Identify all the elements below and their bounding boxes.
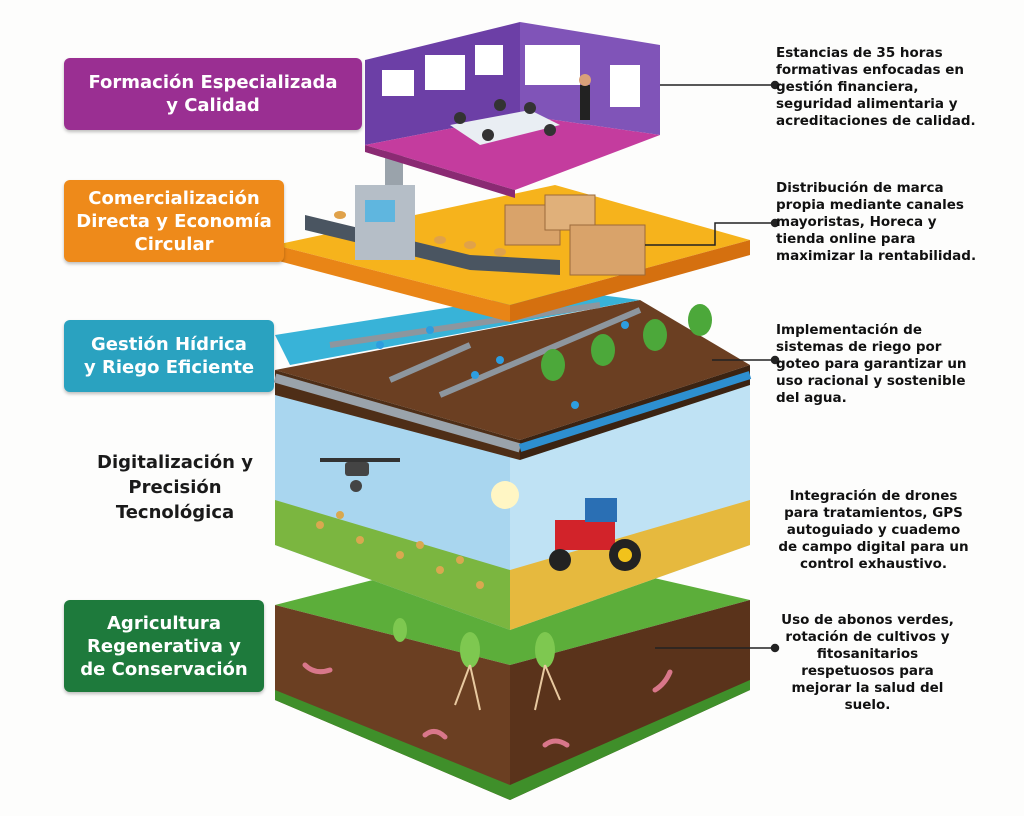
- description-digital: Integración de drones para tratamientos,…: [778, 488, 969, 572]
- layer-label-regenerative: Agricultura Regenerativa y de Conservaci…: [64, 600, 264, 692]
- layer-title: Comercialización Directa y Economía Circ…: [76, 187, 272, 255]
- sun-icon: [491, 481, 519, 509]
- water-drop-icons: [376, 321, 629, 409]
- connector-lines: [645, 80, 780, 653]
- tractor-icon: [549, 498, 641, 571]
- worm-icon: [302, 662, 673, 748]
- layer-title: Agricultura Regenerativa y de Conservaci…: [80, 612, 248, 680]
- potato-rows: [316, 511, 484, 589]
- layer-label-training: Formación Especializada y Calidad: [64, 58, 362, 130]
- digital-field-layer: [275, 385, 750, 630]
- drone-icon: [320, 458, 400, 492]
- meeting-table: [450, 74, 591, 145]
- description-regenerative: Uso de abonos verdes, rotación de cultiv…: [781, 612, 954, 713]
- layer-title: Gestión Hídrica y Riego Eficiente: [83, 334, 255, 378]
- presentation-charts: [382, 45, 640, 107]
- plant-icons: [541, 304, 712, 381]
- training-room-layer: [365, 22, 660, 198]
- conveyor-machine-icon: [305, 150, 560, 275]
- potatoes: [334, 211, 506, 256]
- layer-label-water: Gestión Hídrica y Riego Eficiente: [64, 320, 274, 392]
- layer-label-commercial: Comercialización Directa y Economía Circ…: [64, 180, 284, 262]
- description-commercial: Distribución de marca propia mediante ca…: [776, 180, 977, 264]
- description-training: Estancias de 35 horas formativas enfocad…: [776, 45, 976, 129]
- layer-label-digital: Digitalización y Precisión Tecnológica: [97, 452, 253, 523]
- boxes-icon: [504, 194, 646, 276]
- commercial-layer: [275, 150, 750, 322]
- description-water: Implementación de sistemas de riego por …: [776, 322, 967, 406]
- layer-title: Formación Especializada y Calidad: [88, 72, 338, 116]
- roots-icon: [454, 664, 561, 711]
- sprout-icon: [393, 618, 555, 668]
